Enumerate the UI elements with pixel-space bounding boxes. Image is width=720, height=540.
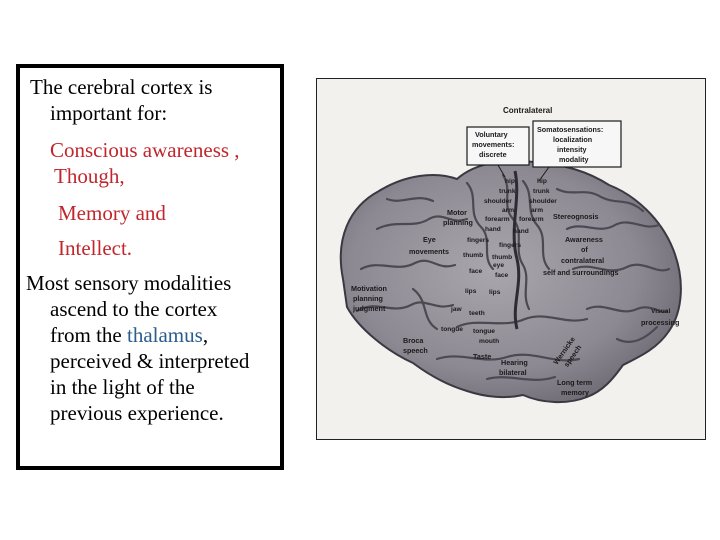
item-memory: Memory and: [58, 201, 166, 225]
motor-thumb: thumb: [463, 252, 483, 259]
sensory-forearm: forearm: [519, 216, 544, 223]
sensory-line-4: perceived & interpreted: [50, 349, 250, 373]
voluntary-line-3: discrete: [479, 150, 507, 159]
eye-movements-2: movements: [409, 247, 449, 256]
motor-forearm: forearm: [485, 216, 510, 223]
thalamus-word: thalamus: [126, 323, 203, 347]
awareness-1: Awareness: [565, 235, 603, 244]
long-term-memory-2: memory: [561, 388, 589, 397]
sensory-thumb: thumb: [492, 254, 512, 261]
motor-jaw: jaw: [450, 306, 462, 313]
item-intellect: Intellect.: [58, 236, 133, 260]
motor-trunk: trunk: [499, 188, 516, 195]
visual-2: processing: [641, 318, 679, 327]
sensory-teeth: teeth: [469, 310, 485, 317]
sensory-line-3-start: from the: [50, 323, 127, 347]
motor-arm: arm: [502, 207, 514, 214]
somato-line-2: localization: [553, 135, 592, 144]
voluntary-line-1: Voluntary: [475, 130, 508, 139]
hearing-2: bilateral: [499, 368, 527, 377]
voluntary-movements-callout: Voluntary movements: discrete: [466, 126, 530, 178]
motor-eye: eye: [493, 262, 504, 269]
awareness-2: of: [581, 245, 588, 254]
somato-line-1: Somatosensations:: [537, 125, 603, 134]
sensory-line-6: previous experience.: [50, 401, 224, 425]
awareness-4: self and surroundings: [543, 268, 618, 277]
intro-line-1: The cerebral cortex is: [30, 75, 213, 99]
sensory-strip-labels: hip trunk shoulder arm forearm hand fing…: [469, 178, 557, 345]
sensory-mouth: mouth: [479, 338, 499, 345]
somato-line-4: modality: [559, 155, 589, 164]
cortex-text-panel: The cerebral cortex is important for: Co…: [16, 64, 284, 470]
motor-lips: lips: [465, 288, 477, 295]
broca-2: speech: [403, 346, 428, 355]
sensory-line-1: Most sensory modalities: [26, 271, 232, 295]
motor-face: face: [469, 268, 483, 275]
motor-hip: hip: [505, 178, 515, 185]
motor-planning-1: Motor: [447, 208, 467, 217]
motor-fingers: fingers: [467, 237, 489, 244]
somato-line-3: intensity: [557, 145, 587, 154]
motor-strip-labels: hip trunk shoulder arm forearm hand fing…: [441, 178, 516, 333]
broca-1: Broca: [403, 336, 424, 345]
contralateral-label: Contralateral: [503, 106, 552, 115]
brain-diagram: Contralateral Voluntary movements: discr…: [339, 106, 682, 404]
motor-shoulder: shoulder: [484, 198, 512, 205]
stereognosis-label: Stereognosis: [553, 212, 599, 221]
motivation-2: planning: [353, 294, 383, 303]
motor-hand: hand: [485, 226, 501, 233]
sensory-hand: hand: [513, 228, 529, 235]
visual-1: Visual: [651, 308, 670, 315]
motor-planning-2: planning: [443, 218, 473, 227]
sensory-tongue: tongue: [473, 328, 495, 335]
motor-tongue: tongue: [441, 326, 463, 333]
sensory-lips: lips: [489, 289, 501, 296]
item-conscious-awareness: Conscious awareness ,: [50, 138, 240, 162]
sensory-line-5: in the light of the: [50, 375, 195, 399]
motivation-1: Motivation: [351, 284, 387, 293]
sensory-trunk: trunk: [533, 188, 550, 195]
long-term-memory-1: Long term: [557, 378, 592, 387]
eye-movements-1: Eye: [423, 235, 436, 244]
awareness-3: contralateral: [561, 256, 604, 265]
sensory-shoulder: shoulder: [529, 198, 557, 205]
taste-label: Taste: [473, 352, 491, 361]
central-sulcus: [512, 170, 521, 330]
intro-line-2: important for:: [50, 101, 168, 125]
brain-figure: Contralateral Voluntary movements: discr…: [316, 78, 706, 440]
motivation-3: judgment: [352, 304, 386, 313]
sensory-fingers: fingers: [499, 242, 521, 249]
sensory-arm: arm: [531, 207, 543, 214]
sensory-line-2: ascend to the cortex: [50, 297, 218, 321]
somatosensations-callout: Somatosensations: localization intensity…: [532, 120, 622, 182]
hearing-1: Hearing: [501, 358, 528, 367]
voluntary-line-2: movements:: [472, 140, 514, 149]
sensory-line-3-comma: ,: [202, 323, 209, 347]
sensory-face: face: [495, 272, 509, 279]
sensory-hip: hip: [537, 178, 547, 185]
item-though: Though,: [54, 164, 125, 188]
sensory-line-3: from the thalamus,: [50, 322, 208, 348]
gyri-folds: [355, 173, 671, 381]
